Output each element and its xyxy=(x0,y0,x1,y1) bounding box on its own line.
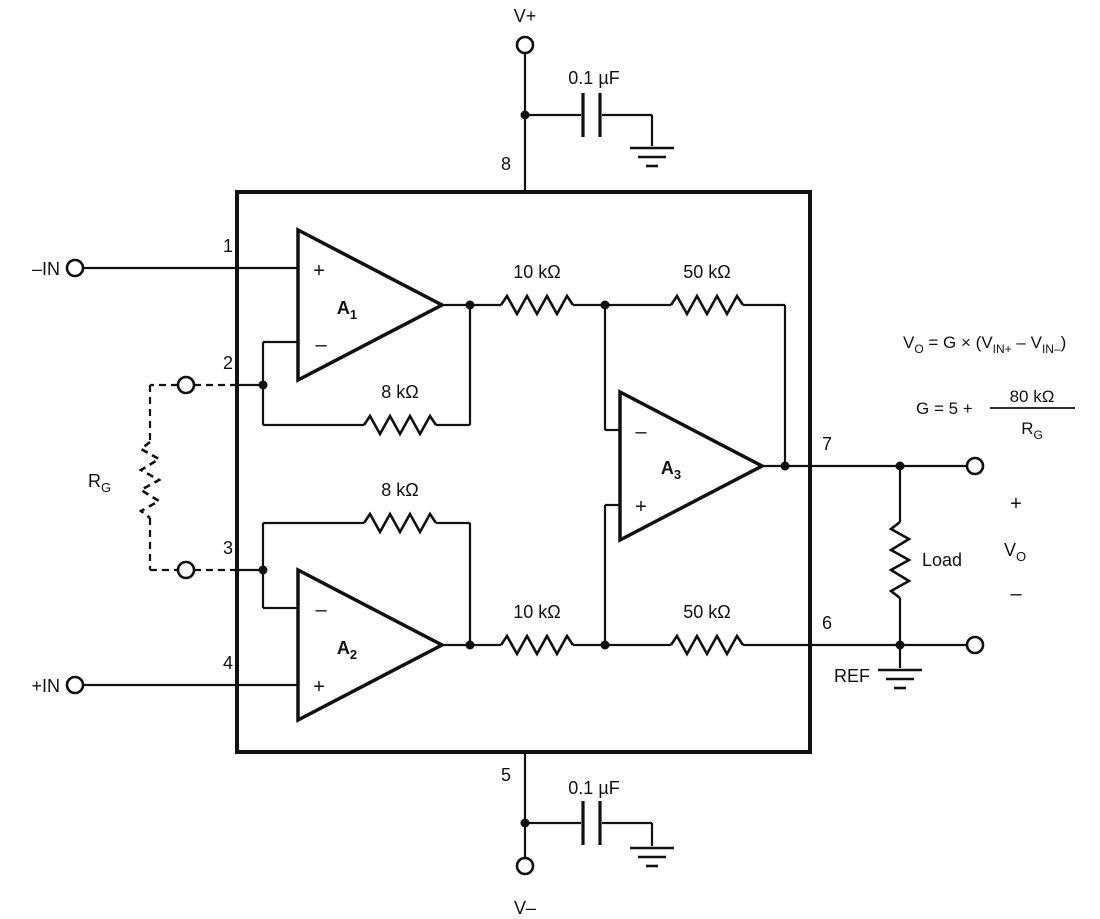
resistor-rg xyxy=(139,440,161,520)
opamp-a3-minus-sign: – xyxy=(635,421,647,443)
resistor-10k-top-label: 10 kΩ xyxy=(513,262,560,282)
ground-symbol-load xyxy=(876,668,924,690)
load-label: Load xyxy=(922,550,962,570)
terminal-vplus xyxy=(515,35,535,55)
junction-dots xyxy=(258,110,905,828)
vo-label: VO xyxy=(1004,540,1026,564)
resistor-8k-top xyxy=(362,414,438,436)
opamp-a1-minus-sign: – xyxy=(315,334,327,356)
opamp-a1 xyxy=(296,227,446,383)
opamp-a1-label: A1 xyxy=(337,298,357,322)
external-rg-wires xyxy=(148,383,237,572)
resistor-50k-bottom-label: 50 kΩ xyxy=(683,602,730,622)
terminal-ref xyxy=(965,635,985,655)
resistor-10k-bottom-label: 10 kΩ xyxy=(513,602,560,622)
resistor-8k-bottom-label: 8 kΩ xyxy=(381,480,418,500)
in-neg-label: –IN xyxy=(32,259,60,279)
ground-symbol-bottom xyxy=(628,846,676,868)
cap-top-label: 0.1 µF xyxy=(568,68,619,88)
pin6-label: 6 xyxy=(822,613,832,633)
gain-equation-numerator: 80 kΩ xyxy=(1010,387,1055,406)
resistor-50k-top xyxy=(669,294,745,316)
pin3-label: 3 xyxy=(223,538,233,558)
terminal-vminus xyxy=(515,856,535,876)
terminal-pin2 xyxy=(176,375,196,395)
vminus-label: V– xyxy=(514,898,536,918)
ref-label: REF xyxy=(834,666,870,686)
capacitor-bottom xyxy=(581,801,602,845)
opamp-a2-minus-sign: – xyxy=(315,599,327,621)
pin1-label: 1 xyxy=(223,236,233,256)
output-minus-sign: – xyxy=(1010,583,1022,605)
output-equation: VO = G × (VIN+ – VIN–) xyxy=(903,333,1066,356)
capacitor-top xyxy=(581,93,602,137)
resistor-50k-bottom xyxy=(669,634,745,656)
resistor-10k-top xyxy=(499,294,575,316)
output-plus-sign: + xyxy=(1010,493,1022,515)
resistor-8k-bottom xyxy=(362,512,438,534)
resistor-load xyxy=(889,520,911,600)
pin7-label: 7 xyxy=(822,434,832,454)
pin4-label: 4 xyxy=(223,653,233,673)
opamp-a2-label: A2 xyxy=(337,638,357,662)
terminal-in-neg xyxy=(65,258,85,278)
pin2-label: 2 xyxy=(223,353,233,373)
ic-package-outline xyxy=(235,190,812,754)
opamp-a3-plus-sign: + xyxy=(635,496,647,518)
opamp-a3 xyxy=(618,389,766,543)
opamp-a2 xyxy=(296,567,446,723)
ground-symbol-top xyxy=(628,146,676,168)
rg-label: RG xyxy=(88,471,111,495)
pin8-label: 8 xyxy=(501,154,511,174)
gain-equation-lhs: G = 5 + xyxy=(916,399,973,418)
terminal-in-pos xyxy=(65,675,85,695)
terminal-output xyxy=(965,456,985,476)
opamp-a2-plus-sign: + xyxy=(313,676,325,698)
opamp-a1-plus-sign: + xyxy=(313,260,325,282)
resistor-10k-bottom xyxy=(499,634,575,656)
wires xyxy=(83,53,967,858)
resistor-50k-top-label: 50 kΩ xyxy=(683,262,730,282)
in-pos-label: +IN xyxy=(31,676,60,696)
cap-bottom-label: 0.1 µF xyxy=(568,778,619,798)
opamp-a3-label: A3 xyxy=(661,458,681,482)
terminal-pin3 xyxy=(176,560,196,580)
vplus-label: V+ xyxy=(514,6,537,26)
pin5-label: 5 xyxy=(501,765,511,785)
resistor-8k-top-label: 8 kΩ xyxy=(381,382,418,402)
gain-equation-denominator: RG xyxy=(1021,419,1043,442)
